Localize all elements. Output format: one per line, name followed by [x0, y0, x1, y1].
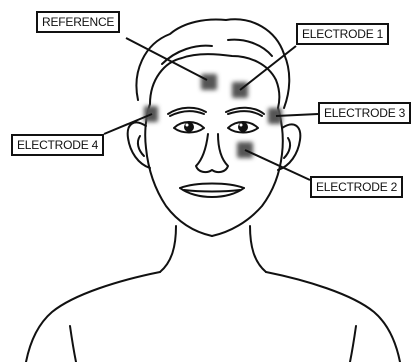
left-iris — [184, 122, 194, 132]
electrode-2-label: ELECTRODE 2 — [310, 176, 403, 198]
right-pupil-glint — [240, 124, 243, 127]
right-ear-inner — [284, 138, 290, 158]
chest-line-left — [70, 326, 76, 362]
right-eyebrow-lower — [228, 111, 262, 116]
reference-label: REFERENCE — [36, 11, 120, 33]
chest-line-right — [350, 326, 356, 362]
neck-right — [250, 226, 266, 272]
mouth-upper — [180, 184, 244, 189]
electrode-4-label: ELECTRODE 4 — [11, 134, 104, 156]
mouth-line — [184, 190, 240, 192]
neck-left — [160, 226, 176, 272]
electrode-3-label: ELECTRODE 3 — [318, 102, 411, 124]
left-pupil-glint — [186, 124, 189, 127]
right-shoulder — [266, 272, 400, 362]
left-shoulder — [26, 272, 160, 362]
electrode-1-label: ELECTRODE 1 — [296, 23, 389, 45]
left-ear-inner — [138, 136, 144, 156]
electrode-3-leader — [276, 114, 318, 116]
nose — [196, 134, 228, 172]
left-eyebrow-lower — [170, 111, 204, 116]
reference-pad — [201, 74, 217, 90]
hair-outline — [136, 19, 289, 108]
right-iris — [238, 122, 248, 132]
hair-strand — [228, 40, 272, 56]
